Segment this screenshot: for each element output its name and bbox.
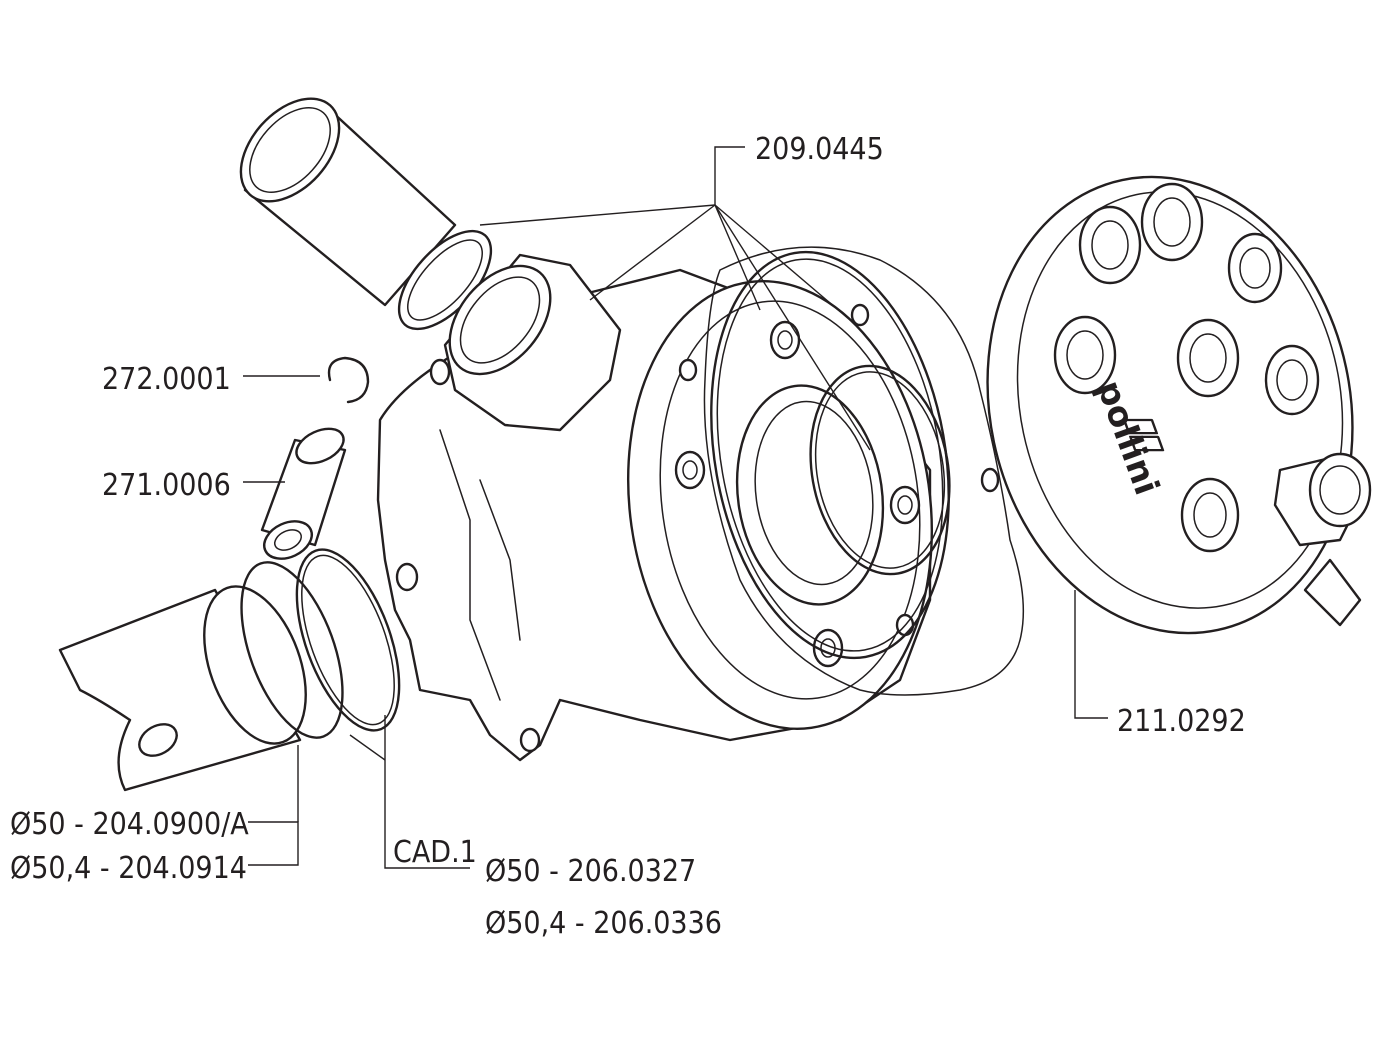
label-ring-50: Ø50 - 206.0327: [485, 854, 696, 889]
leader-lines: [243, 146, 1108, 869]
label-piston-504: Ø50,4 - 204.0914: [10, 851, 247, 886]
intake-pipe: [239, 97, 457, 307]
label-gasket-kit: 209.0445: [755, 132, 884, 167]
head-gasket: [703, 246, 1025, 696]
label-cylinder-head: 211.0292: [1117, 704, 1246, 739]
cylinder-head: pollini: [986, 175, 1372, 635]
label-piston-pin: 271.0006: [102, 468, 231, 503]
piston-clip: [327, 356, 370, 404]
label-ring-504: Ø50,4 - 206.0336: [485, 906, 722, 941]
label-piston-50: Ø50 - 204.0900/A: [10, 807, 249, 842]
label-piston-clip: 272.0001: [102, 362, 231, 397]
piston-ring-1: [240, 561, 344, 739]
cylinder: [376, 253, 1000, 762]
head-bolt-boss: [1053, 182, 1320, 553]
piston: [58, 585, 307, 792]
piston-pin: [260, 427, 347, 560]
o-ring-small: [809, 364, 951, 576]
o-ring-large: [710, 250, 950, 660]
label-ring-qty: CAD.1: [393, 835, 477, 870]
piston-ring-2: [295, 548, 401, 732]
